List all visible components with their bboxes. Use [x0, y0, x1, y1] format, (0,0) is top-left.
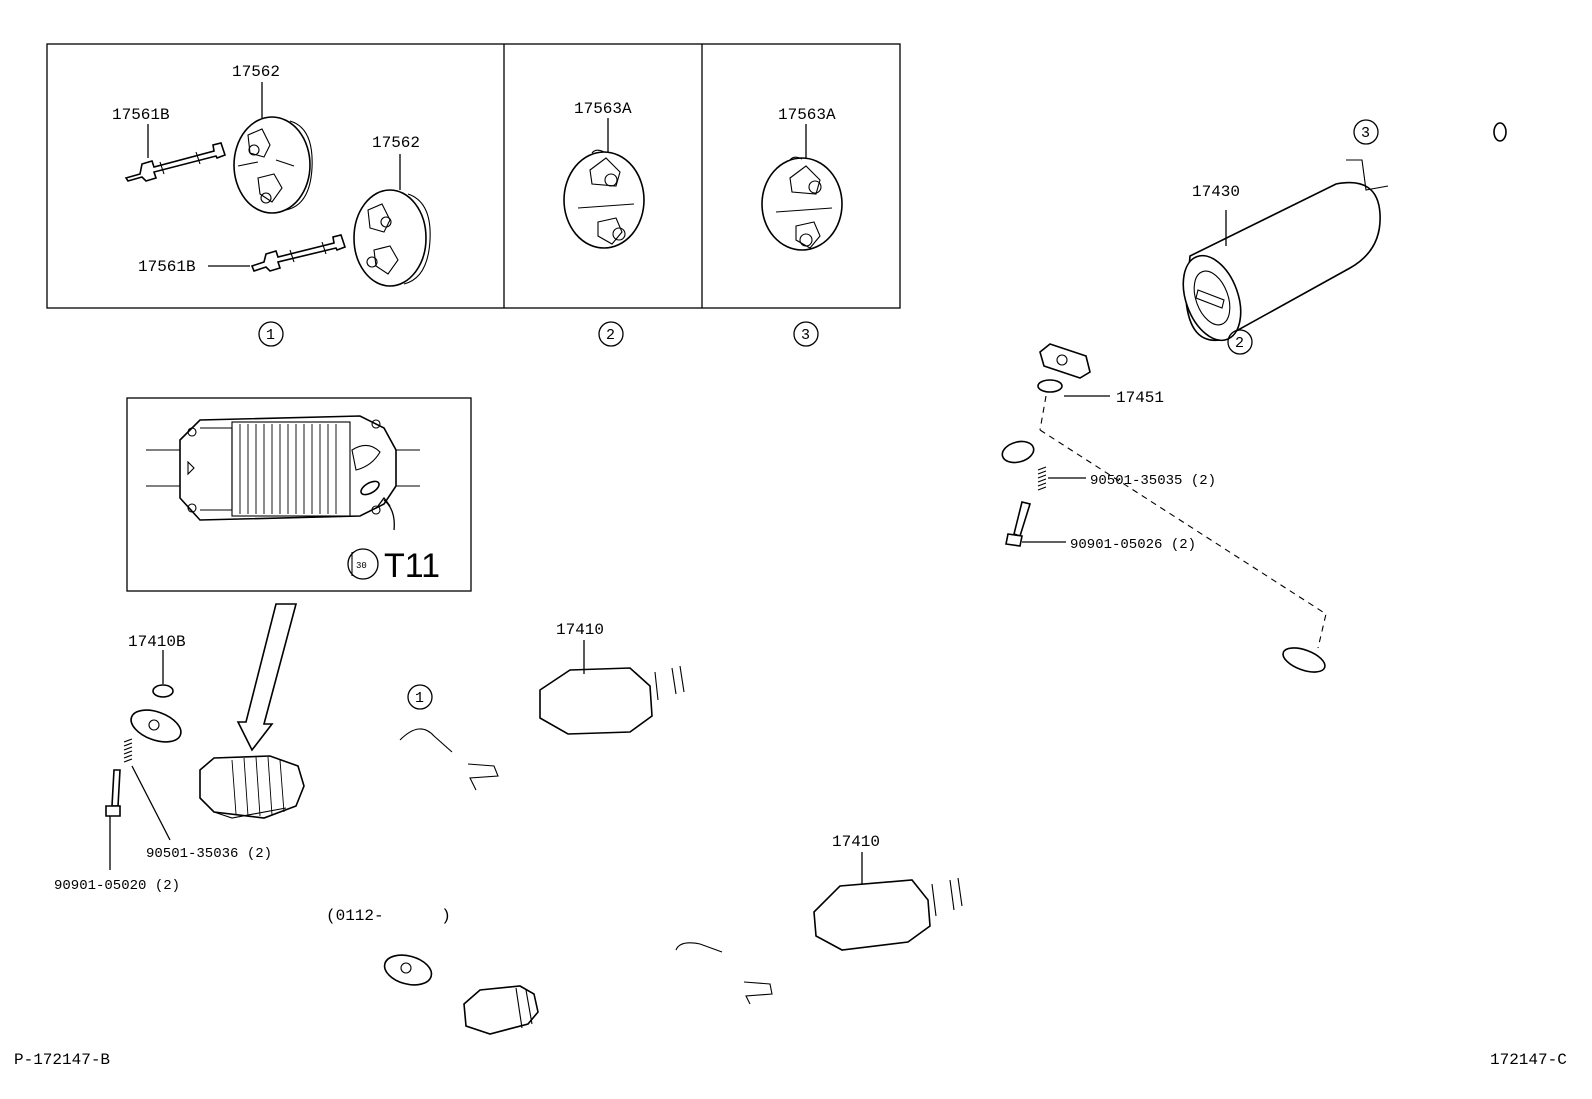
label-17563A-panel2: 17563A [574, 100, 632, 118]
label-17562-upper: 17562 [232, 63, 280, 81]
spring-90501-35036[interactable] [123, 738, 171, 841]
callout-3-panel-text: 3 [801, 327, 810, 344]
top-panel-leaders [147, 82, 807, 267]
bolt-90901-05020[interactable] [105, 769, 121, 870]
label-17561B-lower: 17561B [138, 258, 196, 276]
hanger-bolt-17561B-lower[interactable] [250, 234, 347, 272]
gasket-17410B[interactable] [152, 650, 174, 698]
callout-2-muffler-text: 2 [1235, 335, 1244, 352]
label-90501-35035: 90501-35035 (2) [1090, 473, 1216, 489]
callout-2-panel[interactable] [598, 321, 624, 347]
label-17410-lower: 17410 [832, 833, 880, 851]
hanger-inset-panel [46, 43, 901, 309]
label-17563A-panel3: 17563A [778, 106, 836, 124]
label-17561B-upper: 17561B [112, 106, 170, 124]
label-17451: 17451 [1116, 389, 1164, 407]
rubber-mount-17563A-panel2[interactable] [563, 149, 645, 249]
front-pipe-17410-upper[interactable] [127, 438, 1036, 819]
label-17410B: 17410B [128, 633, 186, 651]
callout-2-muffler[interactable] [1227, 329, 1253, 355]
rubber-mount-17563A-panel3[interactable] [761, 156, 843, 251]
torque-symbol-text: 30 [356, 561, 367, 571]
torque-code-text: T11 [384, 547, 440, 585]
label-90901-05026: 90901-05026 (2) [1070, 537, 1196, 553]
label-17430: 17430 [1192, 183, 1240, 201]
label-17410-upper: 17410 [556, 621, 604, 639]
diagram-code-right: 172147-C [1490, 1051, 1567, 1069]
callout-1-pipe[interactable] [407, 684, 433, 710]
callout-3-muffler-text: 3 [1361, 125, 1370, 142]
gasket-17451[interactable] [1037, 379, 1110, 397]
tail-pipe-muffler-17430[interactable] [1039, 121, 1507, 379]
label-90501-35036: 90501-35036 (2) [146, 846, 272, 862]
callout-3-muffler[interactable] [1353, 119, 1379, 145]
label-17562-lower: 17562 [372, 134, 420, 152]
callout-2-panel-text: 2 [606, 327, 615, 344]
callout-1-panel-text: 1 [266, 327, 275, 344]
date-range-label: (0112- ) [326, 907, 451, 925]
detail-arrow [236, 603, 298, 752]
label-90901-05020: 90901-05020 (2) [54, 878, 180, 894]
bolt-90901-05026[interactable] [1005, 501, 1066, 547]
callout-1-panel[interactable] [258, 321, 284, 347]
catalytic-converter-detail-inset [126, 397, 472, 592]
callout-3-panel[interactable] [793, 321, 819, 347]
torque-icon [347, 548, 379, 580]
part-labels: 17562 17561B 17562 17561B 17563A 17563A … [14, 63, 1567, 1069]
hanger-bolt-17561B-upper[interactable] [124, 142, 227, 182]
rubber-mount-17562-lower[interactable] [353, 189, 431, 287]
diagram-code-left: P-172147-B [14, 1051, 110, 1069]
callout-1-pipe-text: 1 [415, 690, 424, 707]
rubber-mount-17562-upper[interactable] [233, 116, 313, 214]
spring-90501-35035[interactable] [1037, 466, 1086, 491]
front-pipe-17410-lower[interactable] [381, 643, 1328, 1035]
